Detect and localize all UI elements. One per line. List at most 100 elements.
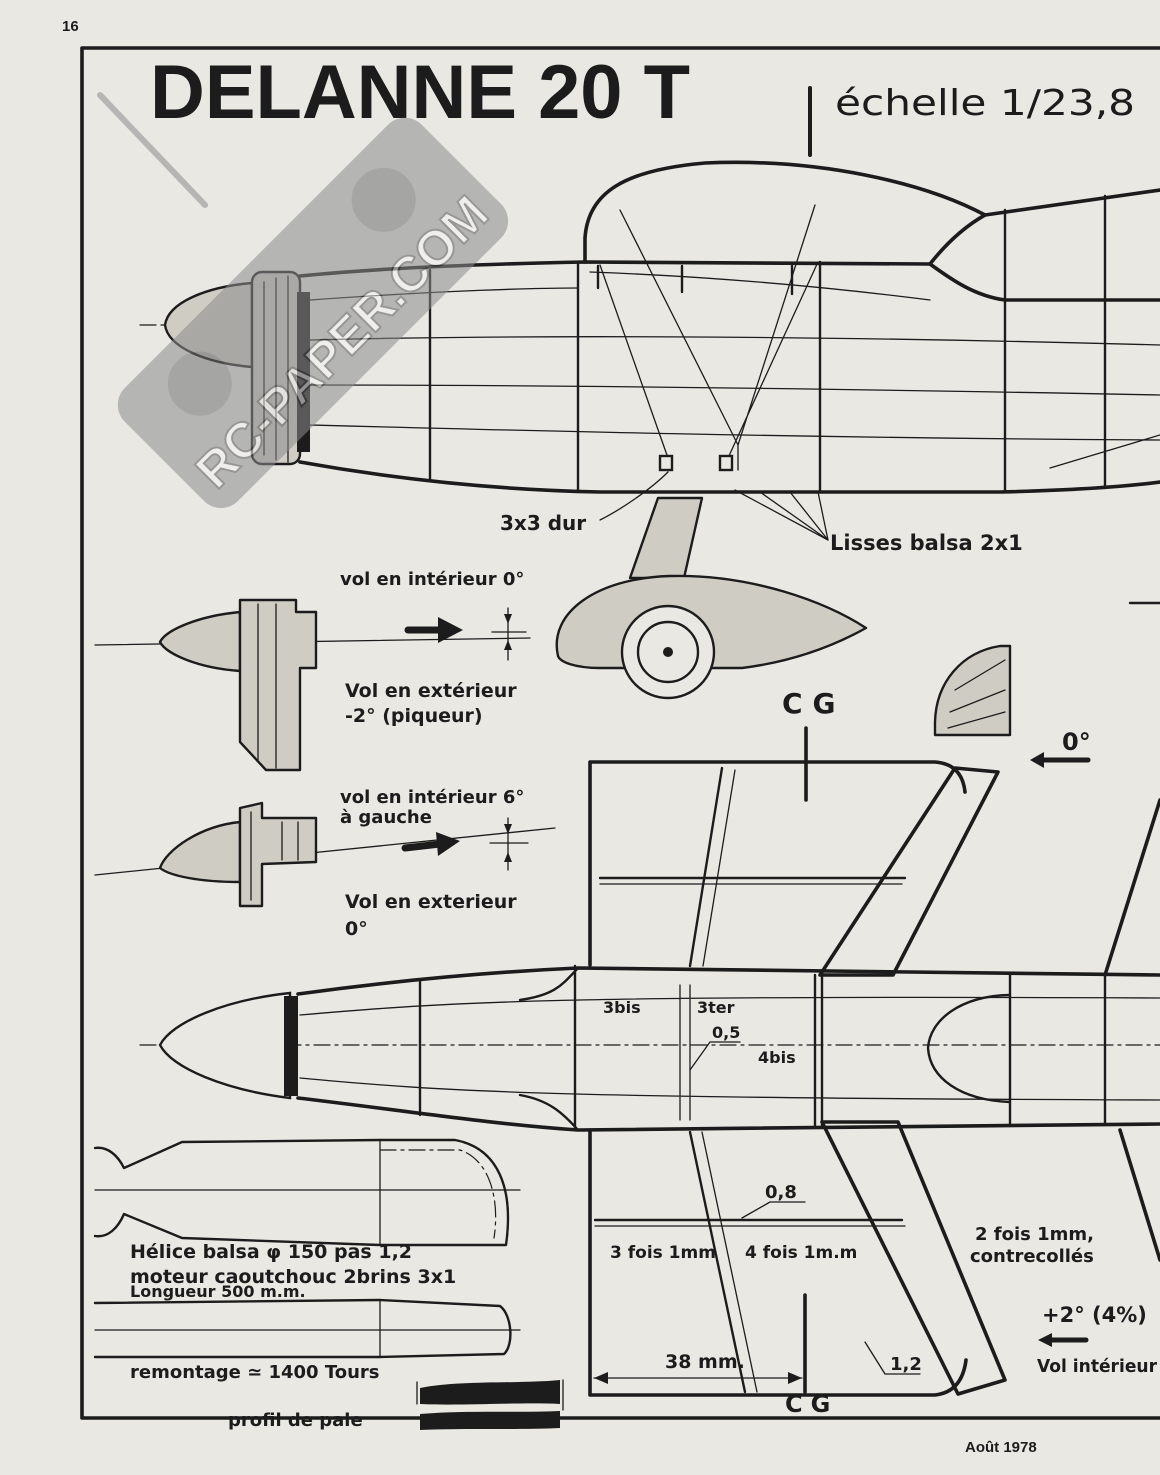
thrust-arrow-1-head <box>438 617 463 643</box>
thrust-cowl-1 <box>238 598 318 772</box>
wing-right-diagonal-upper <box>1103 798 1160 977</box>
strut-fitting-rear <box>718 454 734 472</box>
wing-right-diagonal-lower <box>1118 1128 1160 1262</box>
propeller-spec-1: Hélice balsa φ 150 pas 1,2 <box>130 1241 412 1263</box>
wheel-hub <box>663 647 673 657</box>
incidence-angle: +2° (4%) <box>1042 1303 1147 1327</box>
top-body-outline <box>296 966 1160 1132</box>
top-formers <box>418 964 1107 1132</box>
strut-fitting-front <box>658 454 674 472</box>
watermark: RC-PAPER.COM <box>97 92 509 509</box>
blade-profile-root <box>420 1380 560 1405</box>
thrust-cowl-grain-1 <box>257 603 277 769</box>
wheel-rim <box>636 620 700 684</box>
ribs-4-note: 4 fois 1m.m <box>745 1243 857 1263</box>
watermark-stick-left-icon <box>167 351 232 416</box>
footer-date: Août 1978 <box>965 1439 1037 1456</box>
turtle-deck <box>983 188 1160 217</box>
thrust-spinner-1 <box>158 610 242 673</box>
thrust-label-inside-0: vol en intérieur 0° <box>340 569 524 590</box>
propeller-spec-2: moteur caoutchouc 2brins 3x1 <box>130 1266 456 1288</box>
blade-profile-tip <box>420 1411 560 1430</box>
winding-note: remontage ≃ 1400 Tours <box>130 1362 380 1383</box>
thrust-cowl-2 <box>238 801 318 908</box>
fin-grain <box>947 659 1006 729</box>
thrust-label-inside-6-2: à gauche <box>340 807 432 828</box>
fin-angle: 0° <box>1062 728 1091 756</box>
top-stringers <box>299 984 1160 1121</box>
wing-tip-note-2: contrecollés <box>970 1246 1094 1267</box>
fuselage-formers <box>428 194 1107 494</box>
spar-dimension: 0,8 <box>765 1182 797 1203</box>
incidence-arrow-head <box>1038 1333 1052 1347</box>
thrust-label-outside-2: -2° (piqueur) <box>345 705 483 727</box>
trailing-edge-leader <box>864 1341 921 1375</box>
spacing-leader <box>689 1041 741 1071</box>
thrust-cross-2-arrows <box>504 824 512 862</box>
nose-former-top <box>284 996 298 1096</box>
cabane-struts <box>599 204 819 471</box>
trailing-edge-dimension: 1,2 <box>890 1354 922 1375</box>
fuselage-stringers <box>309 271 1160 469</box>
canopy-brackets <box>596 264 794 296</box>
plan-border <box>80 46 1160 1420</box>
fin-arrow-head <box>1030 752 1044 768</box>
propeller-side-lines <box>94 1299 521 1358</box>
thrust-label-outside-0-2: 0° <box>345 918 368 940</box>
propeller-views: Hélice balsa φ 150 pas 1,2 moteur caoutc… <box>93 1138 564 1431</box>
cg-distance: 38 mm. <box>665 1351 745 1373</box>
former-3ter: 3ter <box>697 998 735 1017</box>
wing-lower-ribs <box>593 1130 904 1394</box>
thrust-label-outside-0-1: Vol en exterieur <box>345 891 517 913</box>
wing-upper-outline <box>588 760 967 967</box>
thrust-cross-1-arrows <box>504 614 512 650</box>
thrust-arrow-2-shaft <box>401 840 444 852</box>
landing-gear <box>555 496 868 700</box>
wing-root-fillets <box>518 966 580 1132</box>
page-number: 16 <box>62 18 79 35</box>
fuselage-bottom-outline <box>298 460 1160 494</box>
spar-leader <box>741 1201 806 1219</box>
cockpit-outline <box>926 993 1012 1104</box>
lisses-note: Lisses balsa 2x1 <box>830 531 1023 555</box>
plan-scale: échelle 1/23,8 <box>835 83 1135 124</box>
wing-lower-spar-inner <box>594 1131 906 1393</box>
spinner-top <box>158 991 292 1100</box>
cg-label-bottom: CG <box>785 1390 838 1418</box>
thrust-diagram-1: vol en intérieur 0° Vol en extérieur -2°… <box>94 569 531 772</box>
thrust-diagram-2: vol en intérieur 6° à gauche Vol en exte… <box>94 787 556 940</box>
top-view-fuselage: 3bis 3ter 0,5 4bis <box>139 964 1160 1132</box>
stringer-note: 3x3 dur <box>500 511 586 535</box>
wing-plan: 0,8 3 fois 1mm 4 fois 1m.m 1,2 2 fois 1m… <box>588 760 1160 1418</box>
propeller-top-outline <box>93 1138 510 1247</box>
wing-lower-brace <box>820 1120 1007 1396</box>
former-4bis: 4bis <box>758 1048 796 1067</box>
wing-tip-note-1: 2 fois 1mm, <box>975 1224 1094 1245</box>
wing-lower-outline <box>588 1128 968 1397</box>
incidence-label: Vol intérieur <box>1037 1356 1157 1377</box>
former-spacing: 0,5 <box>712 1023 740 1042</box>
wing-upper-spar-inner <box>599 769 903 967</box>
lisses-leaders <box>734 489 829 541</box>
gear-leg <box>628 496 704 580</box>
watermark-antenna <box>97 92 208 208</box>
propeller-side-outline <box>93 1298 512 1359</box>
stringer-note-leader <box>599 471 669 521</box>
ribs-3-note: 3 fois 1mm <box>610 1243 716 1263</box>
plan-title: DELANNE 20 T <box>150 50 690 135</box>
blade-profile-label: profil de pale <box>228 1410 363 1431</box>
thrust-cowl-grain-2 <box>250 811 299 901</box>
watermark-stick-right-icon <box>351 167 416 232</box>
thrust-arrow-2-head <box>436 832 460 856</box>
propeller-spec-3: Longueur 500 m.m. <box>130 1282 306 1301</box>
thrust-label-outside-1: Vol en extérieur <box>345 680 517 702</box>
thrust-label-inside-6-1: vol en intérieur 6° <box>340 787 524 808</box>
wing-upper-ribs <box>598 766 907 968</box>
canopy <box>583 160 987 266</box>
wing-upper-brace <box>818 766 1000 977</box>
former-3bis: 3bis <box>603 998 641 1017</box>
thrust-spinner-2 <box>158 820 242 884</box>
cg-label-top: CG <box>782 687 846 720</box>
blade-profile-ticks <box>416 1379 564 1411</box>
